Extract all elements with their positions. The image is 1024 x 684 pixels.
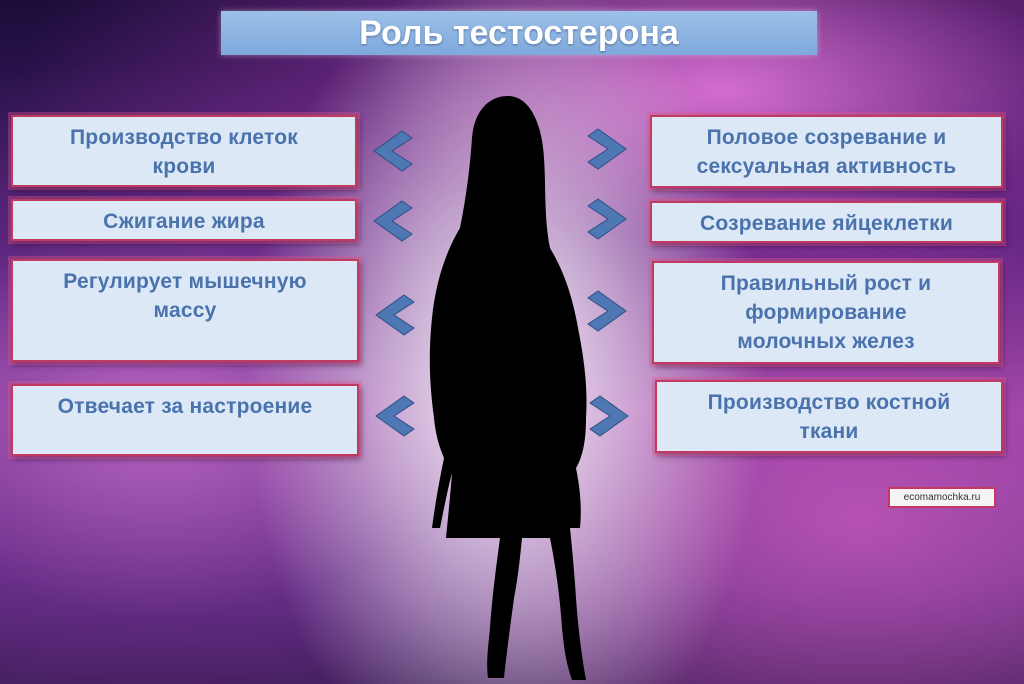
left-card-1: Производство клеток крови [11, 115, 357, 187]
left-card-4: Отвечает за настроение [11, 384, 359, 456]
chevron-left-icon [375, 395, 415, 437]
right-card-2: Созревание яйцеклетки [650, 201, 1003, 243]
left-card-3: Регулирует мышечную массу [11, 259, 359, 362]
page-title: Роль тестостерона [221, 11, 817, 55]
left-card-2: Сжигание жира [11, 199, 357, 241]
right-card-4: Производство костной ткани [655, 380, 1003, 453]
chevron-left-icon [373, 200, 413, 242]
watermark-label: ecomamochka.ru [888, 487, 996, 508]
chevron-left-icon [375, 294, 415, 336]
chevron-right-icon [587, 198, 627, 240]
chevron-right-icon [587, 290, 627, 332]
right-card-3: Правильный рост и формирование молочных … [652, 261, 1000, 364]
woman-silhouette [429, 96, 587, 680]
chevron-right-icon [589, 395, 629, 437]
chevron-right-icon [587, 128, 627, 170]
chevron-left-icon [373, 130, 413, 172]
right-card-1: Половое созревание и сексуальная активно… [650, 115, 1003, 188]
